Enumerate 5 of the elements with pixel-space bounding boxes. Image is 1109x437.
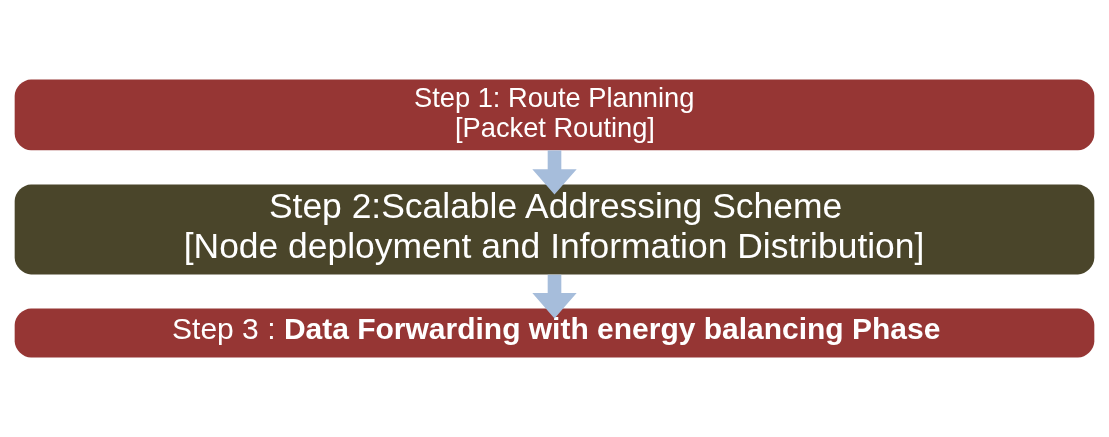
arrow (532, 274, 577, 319)
node-box: Step 1: Route Planning [Packet Routing] (14, 79, 1095, 151)
arrow (532, 150, 577, 195)
node-box: Step 2:Scalable Addressing Scheme [Node deployment and Information Distribution] (14, 184, 1095, 275)
node-box: Step 3 : Data Forwarding with energy balancing Phase (14, 308, 1095, 358)
